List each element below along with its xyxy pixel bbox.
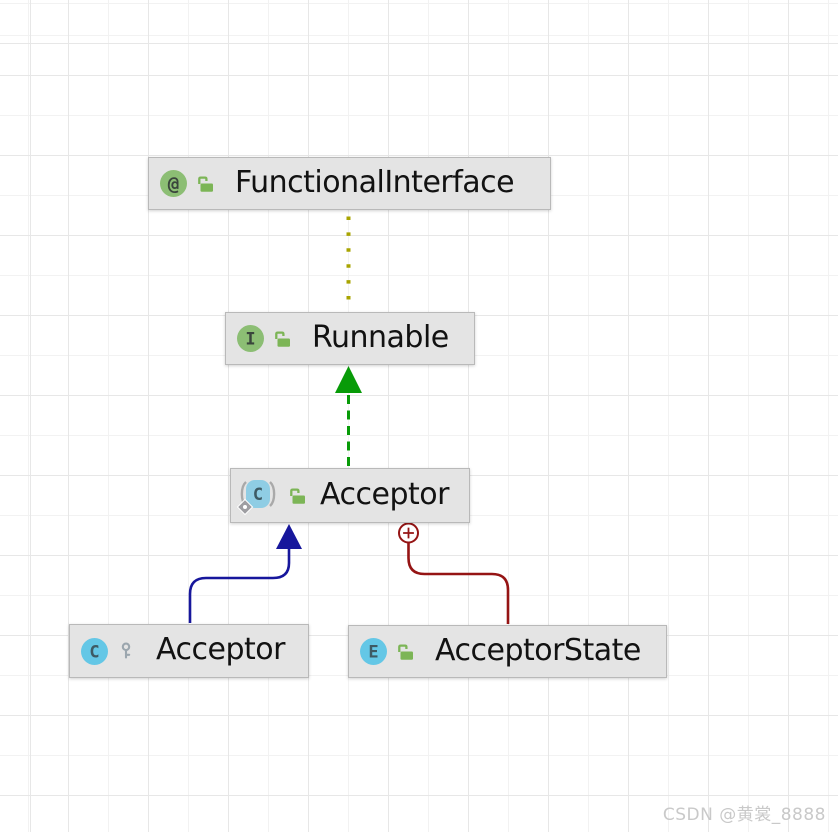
edge-generalization[interactable] xyxy=(188,524,302,623)
circled-plus-icon xyxy=(398,522,419,544)
node-label: Runnable xyxy=(312,319,449,355)
svg-text:C: C xyxy=(89,642,99,662)
svg-text:E: E xyxy=(368,643,378,663)
node-label: Acceptor xyxy=(320,476,449,512)
enum-icon: E xyxy=(360,638,387,665)
node-acceptor-state[interactable]: E AcceptorState xyxy=(348,625,667,678)
node-label: AcceptorState xyxy=(435,632,641,668)
class-icon: C xyxy=(81,637,108,665)
edge-inner-class[interactable] xyxy=(398,522,510,625)
edge-realization[interactable] xyxy=(335,366,362,467)
node-functional-interface[interactable]: @ FunctionalInterface xyxy=(148,157,551,210)
watermark: CSDN @黄裳_8888 xyxy=(662,805,826,825)
node-runnable[interactable]: I Runnable xyxy=(225,312,475,365)
public-unlock-icon xyxy=(198,175,213,192)
svg-text:@: @ xyxy=(168,173,179,195)
node-acceptor-inner[interactable]: C Acceptor xyxy=(69,624,309,678)
public-unlock-icon xyxy=(290,487,305,504)
svg-text:I: I xyxy=(245,330,255,350)
node-acceptor-class[interactable]: C Acceptor xyxy=(230,468,470,523)
public-unlock-icon xyxy=(398,643,413,660)
svg-text:C: C xyxy=(253,485,263,505)
node-label: Acceptor xyxy=(156,632,285,667)
public-unlock-icon xyxy=(275,330,290,347)
interface-icon: I xyxy=(237,325,264,352)
class-icon-decorated: C xyxy=(236,479,276,515)
node-label: FunctionalInterface xyxy=(235,164,515,200)
package-private-key-icon xyxy=(121,642,131,659)
annotation-icon: @ xyxy=(160,170,187,197)
